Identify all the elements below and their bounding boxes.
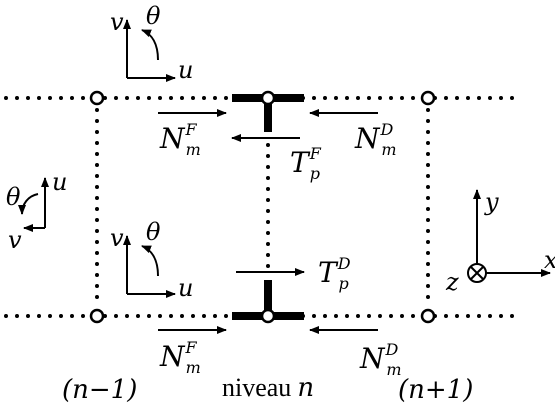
label-theta: θ	[6, 183, 21, 211]
node-top-center	[260, 90, 276, 106]
axis-label-x: x	[544, 246, 555, 274]
label-v: v	[110, 8, 124, 36]
dof-triad-bottom: v θ u	[110, 218, 193, 302]
label-level-prev: (n−1)	[62, 375, 137, 405]
label-u: u	[178, 56, 193, 84]
axis-label-z: z	[445, 268, 459, 296]
bottom-web	[264, 280, 272, 316]
label-level-next: (n+1)	[398, 375, 473, 405]
node-bottom-left	[89, 308, 105, 324]
global-axes: y z x	[445, 188, 555, 296]
node-bottom-center	[260, 308, 276, 324]
label-u: u	[178, 274, 193, 302]
node-top-left	[89, 90, 105, 106]
label-v: v	[8, 226, 22, 254]
label-theta: θ	[146, 218, 161, 246]
label-v: v	[110, 224, 124, 252]
node-top-right	[420, 90, 436, 106]
label-u: u	[52, 168, 67, 196]
dof-triad-top: v θ u	[110, 2, 193, 84]
label-theta: θ	[146, 2, 161, 30]
dof-triad-left: u θ v	[6, 168, 67, 254]
node-bottom-right	[420, 308, 436, 324]
top-web	[264, 98, 272, 132]
axis-label-y: y	[484, 188, 499, 216]
